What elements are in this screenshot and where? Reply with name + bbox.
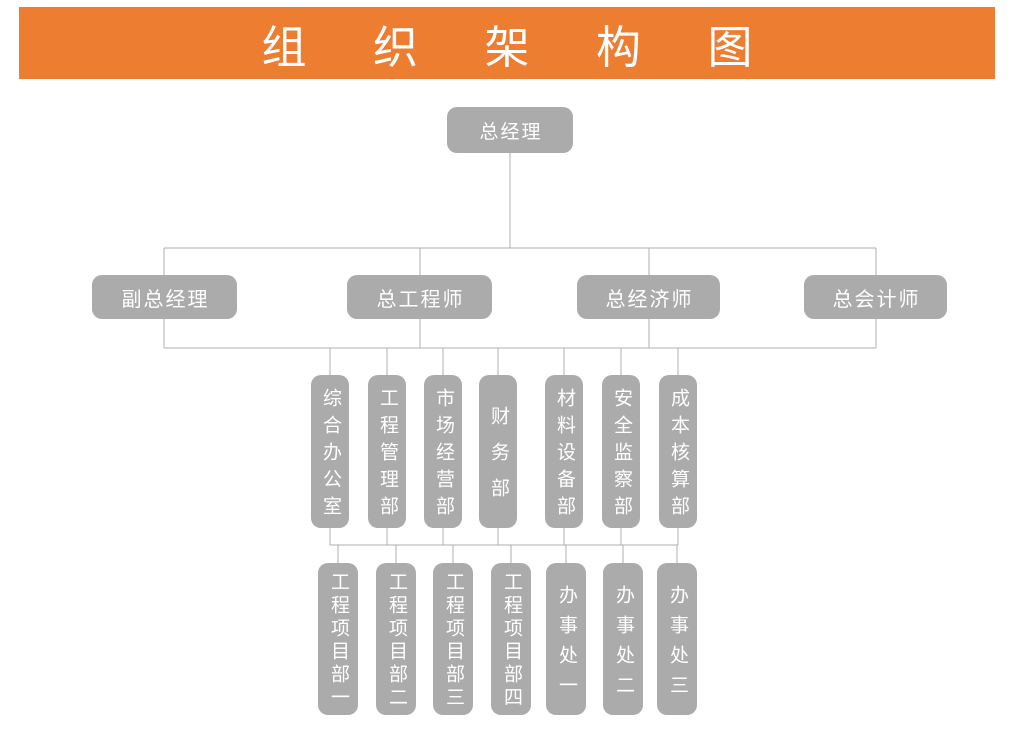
node-chief-accountant: 总会计师 [804,275,947,319]
node-safety-supervision-dept: 安全监察部 [602,375,640,528]
page-title: 组 织 架 构 图 [261,21,780,73]
node-general-manager: 总经理 [447,107,573,153]
node-general-office: 综合办公室 [311,375,349,528]
node-project-dept-1: 工程项目部一 [318,563,358,715]
node-project-dept-3: 工程项目部三 [433,563,473,715]
node-deputy-general-manager: 副总经理 [92,275,237,319]
node-finance-dept: 财务部 [479,375,517,528]
title-banner: 组 织 架 构 图 [19,7,995,79]
node-market-operation-dept: 市场经营部 [424,375,462,528]
node-cost-accounting-dept: 成本核算部 [659,375,697,528]
node-office-3: 办事处三 [657,563,697,715]
node-office-1: 办事处一 [546,563,586,715]
node-office-2: 办事处二 [603,563,643,715]
node-project-dept-4: 工程项目部四 [491,563,531,715]
node-materials-equipment-dept: 材料设备部 [545,375,583,528]
node-chief-economist: 总经济师 [577,275,720,319]
node-project-dept-2: 工程项目部二 [376,563,416,715]
node-engineering-management-dept: 工程管理部 [368,375,406,528]
node-chief-engineer: 总工程师 [347,275,492,319]
